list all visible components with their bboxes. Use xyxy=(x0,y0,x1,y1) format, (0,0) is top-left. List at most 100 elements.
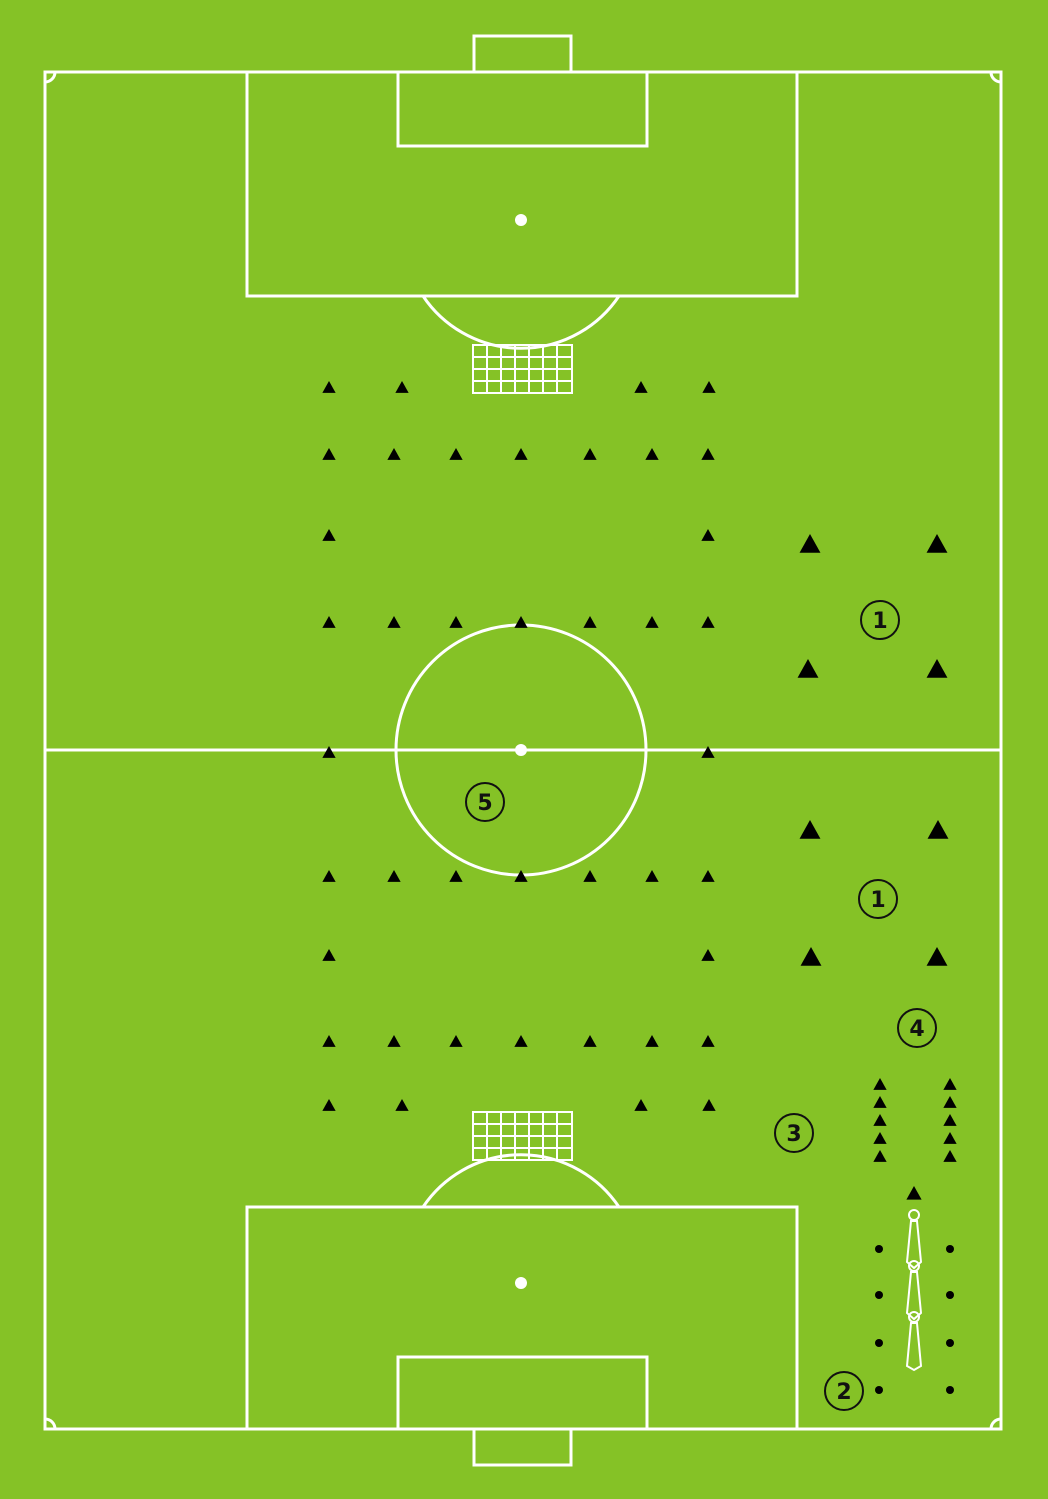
marker-dot-icon xyxy=(946,1291,954,1299)
marker-dot-icon xyxy=(875,1245,883,1253)
triangle-cone-icon xyxy=(701,616,715,628)
pitch-spots xyxy=(515,214,527,1289)
triangle-cone-icon xyxy=(449,448,463,460)
station-1-bottom-label: 1 xyxy=(870,888,885,913)
triangle-cone-icon xyxy=(583,870,597,882)
triangle-cone-icon xyxy=(943,1114,957,1126)
marker-dot-icon xyxy=(875,1386,883,1394)
triangle-cone-icon xyxy=(645,448,659,460)
triangle-cone-icon xyxy=(873,1096,887,1108)
triangle-cone-icon xyxy=(322,1035,336,1047)
marker-dot-icon xyxy=(946,1386,954,1394)
marker-dot-icon xyxy=(946,1245,954,1253)
bottom-penalty-spot xyxy=(515,1277,527,1289)
cones-layer xyxy=(322,381,957,1200)
triangle-cone-icon xyxy=(387,870,401,882)
triangle-cone-icon xyxy=(701,529,715,541)
triangle-cone-icon xyxy=(873,1150,887,1162)
triangle-cone-icon xyxy=(943,1150,957,1162)
triangle-cone-icon xyxy=(645,870,659,882)
station-2-label: 2 xyxy=(836,1380,851,1405)
triangle-cone-icon xyxy=(943,1078,957,1090)
mannequin-icon xyxy=(905,1209,923,1372)
triangle-cone-icon xyxy=(800,947,822,966)
triangle-cone-icon xyxy=(873,1114,887,1126)
top-penalty-spot xyxy=(515,214,527,226)
triangle-cone-icon xyxy=(322,949,336,961)
triangle-cone-icon xyxy=(873,1132,887,1144)
bottom-penalty-arc xyxy=(421,1153,621,1208)
triangle-cone-icon xyxy=(387,448,401,460)
corner-arc-br xyxy=(989,1417,1002,1430)
station-5-label: 5 xyxy=(477,791,492,816)
triangle-cone-icon xyxy=(701,1035,715,1047)
triangle-cone-icon xyxy=(583,448,597,460)
station-1-top-label: 1 xyxy=(872,609,887,634)
corner-arc-bl xyxy=(44,1417,57,1430)
triangle-cone-icon xyxy=(514,1035,528,1047)
dots-layer xyxy=(875,1245,954,1394)
station-3-marker: 3 xyxy=(774,1113,814,1153)
triangle-cone-icon xyxy=(387,1035,401,1047)
triangle-cone-icon xyxy=(514,616,528,628)
triangle-cone-icon xyxy=(927,820,949,839)
triangle-cone-icon xyxy=(395,1099,409,1111)
triangle-cone-icon xyxy=(701,746,715,758)
station-4-marker: 4 xyxy=(897,1008,937,1048)
triangle-cone-icon xyxy=(449,1035,463,1047)
station-3-label: 3 xyxy=(786,1122,801,1147)
station-4-label: 4 xyxy=(909,1017,924,1042)
marker-dot-icon xyxy=(946,1339,954,1347)
triangle-cone-icon xyxy=(322,1099,336,1111)
triangle-cone-icon xyxy=(701,949,715,961)
triangle-cone-icon xyxy=(702,1099,716,1111)
triangle-cone-icon xyxy=(395,381,409,393)
station-1-top-marker: 1 xyxy=(860,600,900,640)
triangle-cone-icon xyxy=(514,448,528,460)
goal-net-icon xyxy=(472,344,573,394)
triangle-cone-icon xyxy=(322,381,336,393)
station-1-bottom-marker: 1 xyxy=(858,879,898,919)
triangle-cone-icon xyxy=(943,1096,957,1108)
corner-arc-tl xyxy=(44,71,57,84)
triangle-cone-icon xyxy=(797,659,819,678)
triangle-cone-icon xyxy=(926,947,948,966)
triangle-cone-icon xyxy=(322,448,336,460)
triangle-cone-icon xyxy=(583,1035,597,1047)
triangle-cone-icon xyxy=(906,1186,922,1200)
pitch-lines xyxy=(43,34,1003,1467)
triangle-cone-icon xyxy=(701,870,715,882)
triangle-cone-icon xyxy=(926,534,948,553)
triangle-cone-icon xyxy=(926,659,948,678)
triangle-cone-icon xyxy=(799,820,821,839)
bottom-goal-area xyxy=(396,1355,649,1431)
triangle-cone-icon xyxy=(873,1078,887,1090)
triangle-cone-icon xyxy=(583,616,597,628)
triangle-cone-icon xyxy=(322,870,336,882)
triangle-cone-icon xyxy=(645,616,659,628)
triangle-cone-icon xyxy=(701,448,715,460)
triangle-cone-icon xyxy=(449,870,463,882)
marker-dot-icon xyxy=(875,1339,883,1347)
goal-net-icon xyxy=(472,1111,573,1161)
triangle-cone-icon xyxy=(387,616,401,628)
triangle-cone-icon xyxy=(799,534,821,553)
station-5-marker: 5 xyxy=(465,782,505,822)
top-goal-area xyxy=(396,70,649,148)
triangle-cone-icon xyxy=(634,1099,648,1111)
corner-arc-tr xyxy=(989,71,1002,84)
triangle-cone-icon xyxy=(322,746,336,758)
top-penalty-arc xyxy=(421,295,621,350)
station-2-marker: 2 xyxy=(824,1371,864,1411)
marker-dot-icon xyxy=(875,1291,883,1299)
triangle-cone-icon xyxy=(645,1035,659,1047)
triangle-cone-icon xyxy=(322,529,336,541)
triangle-cone-icon xyxy=(514,870,528,882)
triangle-cone-icon xyxy=(943,1132,957,1144)
triangle-cone-icon xyxy=(322,616,336,628)
triangle-cone-icon xyxy=(702,381,716,393)
center-spot xyxy=(515,744,527,756)
triangle-cone-icon xyxy=(634,381,648,393)
